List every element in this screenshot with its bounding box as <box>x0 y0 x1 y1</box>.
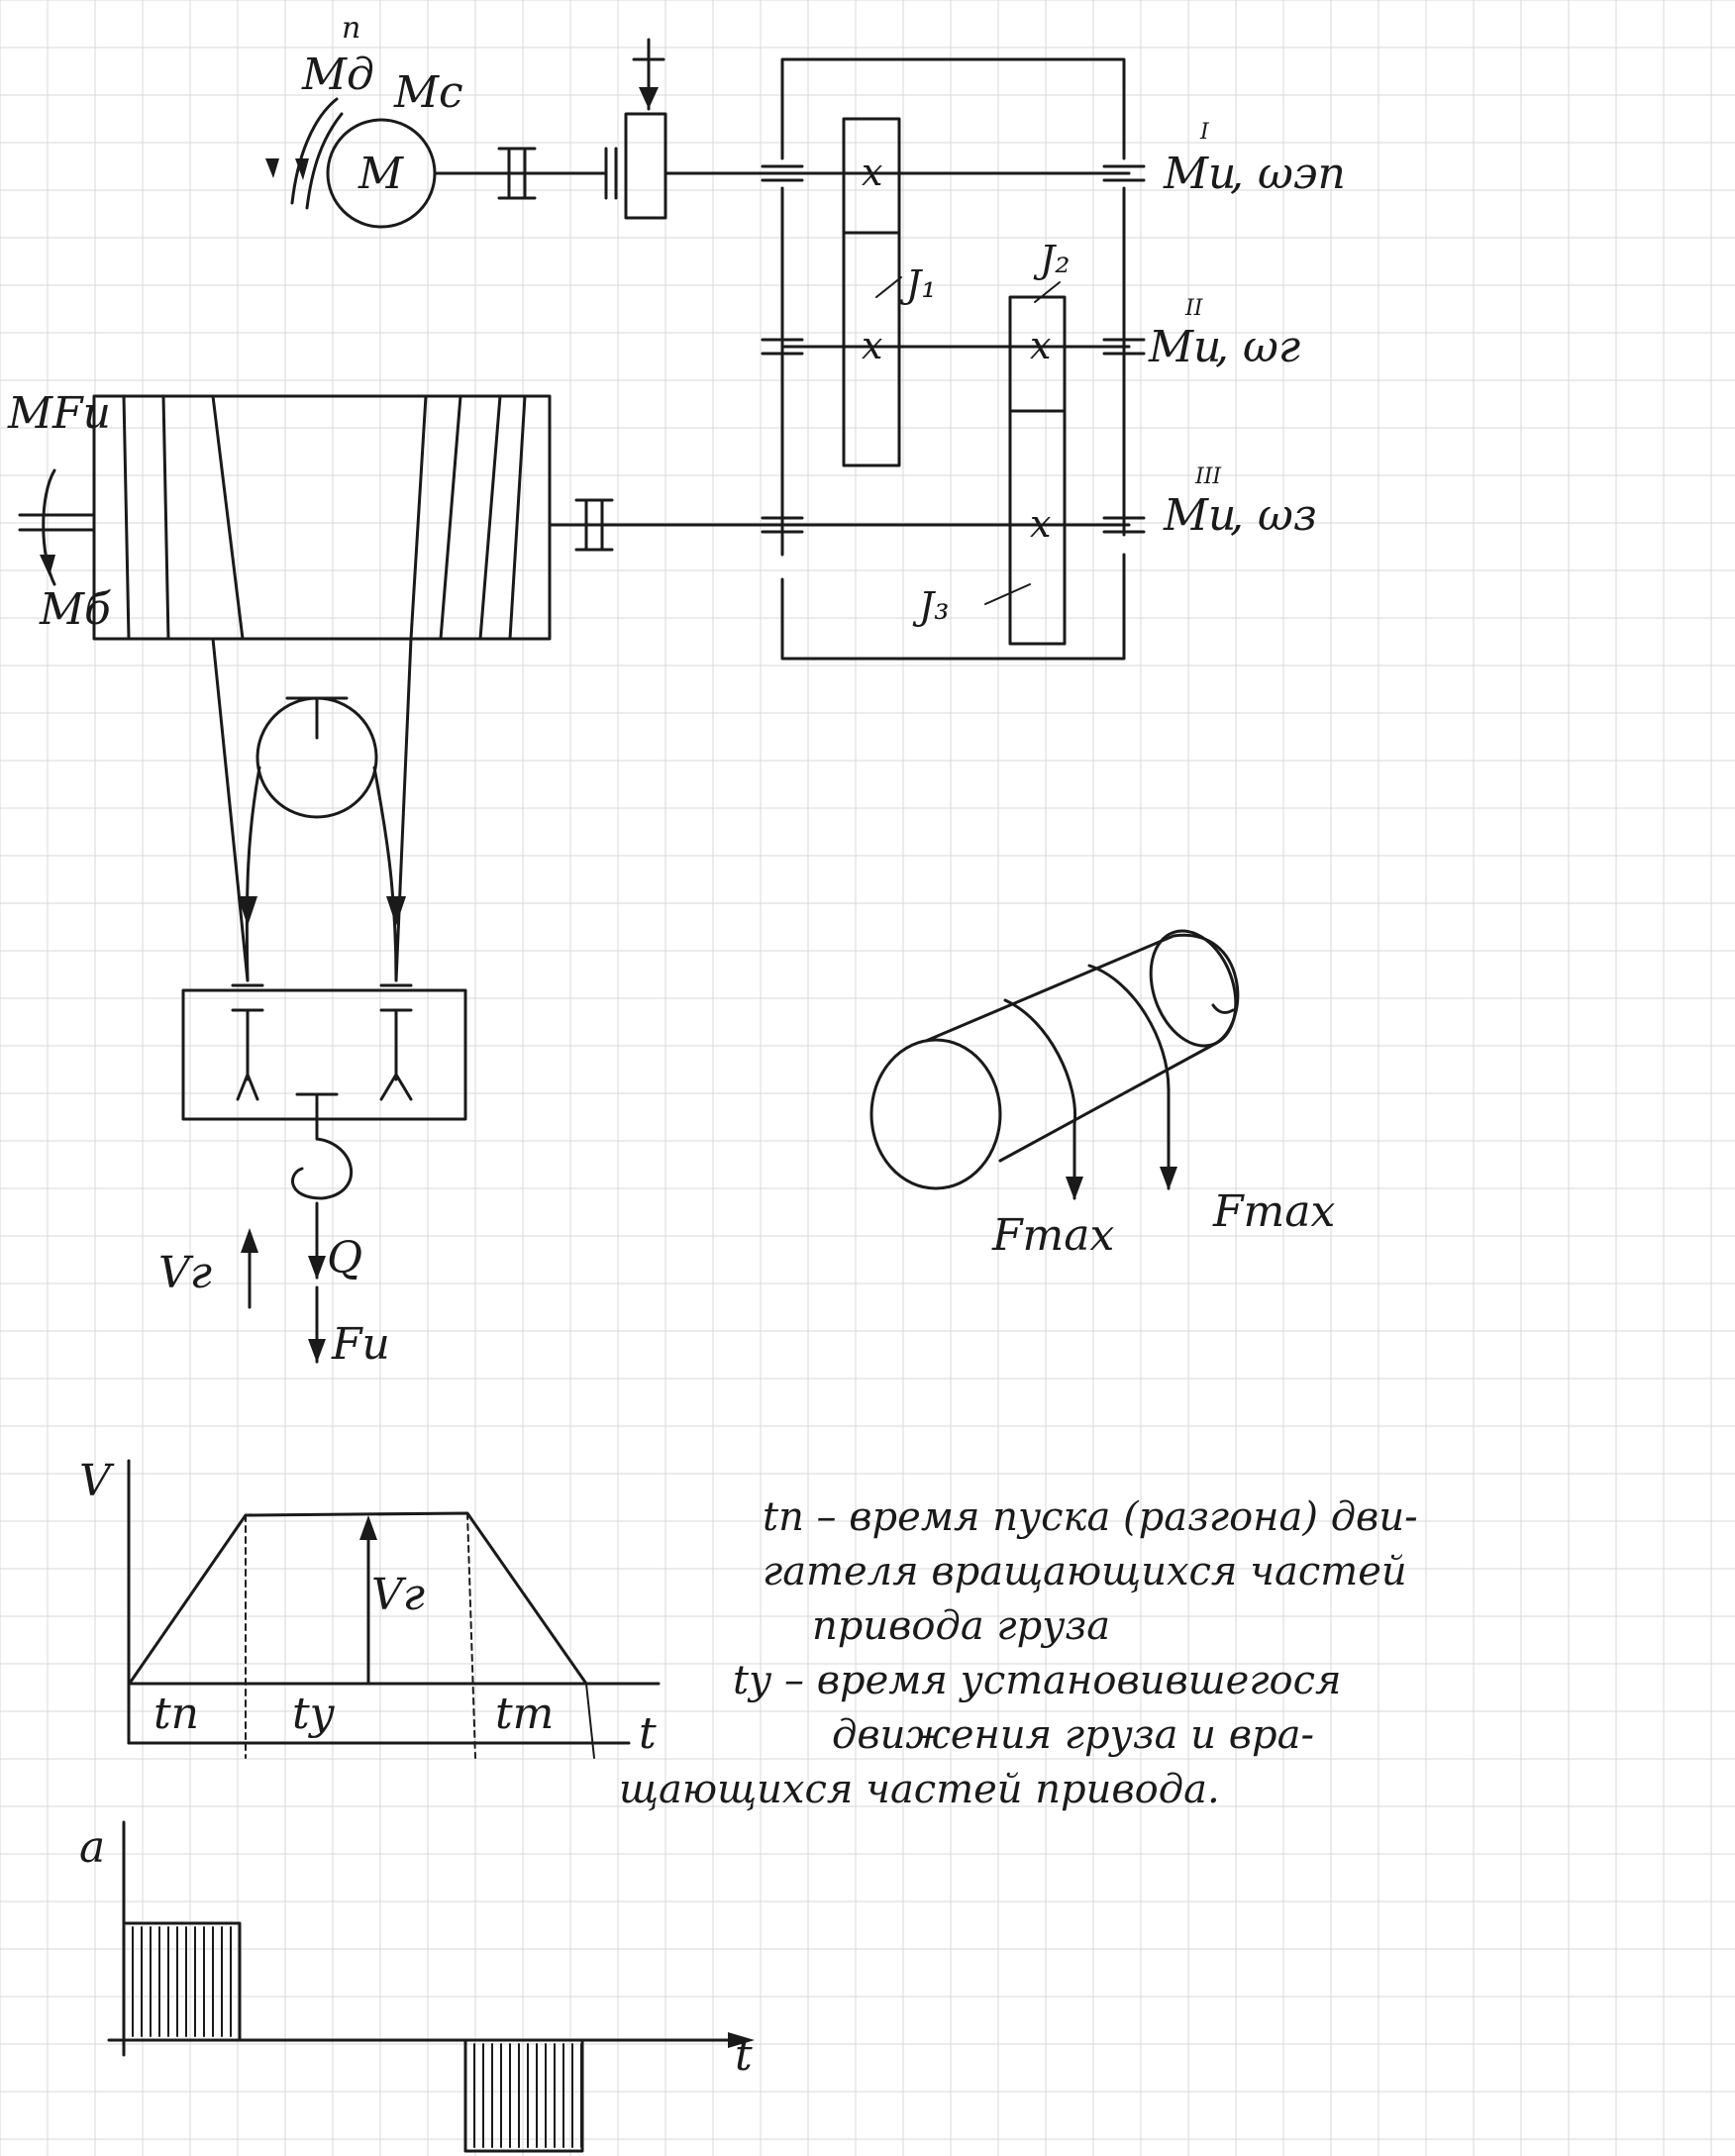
rope-arrow-left <box>238 896 257 926</box>
interval-3-label: tт <box>495 1689 554 1739</box>
velocity-label: Vг <box>158 1248 212 1298</box>
hook <box>291 1117 353 1200</box>
rope-right <box>394 637 413 982</box>
coupling-1 <box>497 147 537 200</box>
inertia-force-label: Fи <box>331 1319 390 1370</box>
acceleration-negative-hatch <box>473 2043 582 2148</box>
brake-symbol <box>604 38 667 220</box>
shaft-2-speed-label: , ωг <box>1215 322 1300 372</box>
rope-around-pulley-left <box>245 766 261 982</box>
notes: tп – время пуска (разгона) дви- гателя в… <box>619 1494 1418 1812</box>
inertia-3-leader <box>984 583 1031 605</box>
drum-torque-bottom-label: Mб <box>39 584 111 635</box>
force-left-arrowhead <box>1066 1177 1083 1200</box>
drum-rope-windings <box>122 394 527 641</box>
v-divider-3 <box>585 1683 595 1759</box>
gearbox-housing-top <box>780 57 1126 160</box>
rope-left <box>211 637 250 982</box>
gear-mark-1: x <box>862 151 882 194</box>
inertia-2-leader <box>1034 281 1061 303</box>
velocity-arrowhead <box>241 1228 258 1253</box>
gear-4-large <box>1008 409 1067 646</box>
note-line-6: щающихся частей привода. <box>619 1767 1220 1812</box>
motor-torque-arrowhead <box>265 158 279 178</box>
shaft-3-torque-label: Mи <box>1163 490 1236 541</box>
motor-torque-arrow <box>290 97 339 205</box>
drum-detail: Fmax Fmax <box>869 929 1335 1261</box>
gear-mark-2: x <box>862 324 882 367</box>
resist-torque-arrowhead <box>295 158 309 180</box>
gear-mark-3: x <box>1030 324 1051 367</box>
gear-mark-4: x <box>1030 502 1051 546</box>
note-line-5: движения груза и вра- <box>832 1712 1314 1758</box>
hook-block <box>181 988 467 1121</box>
resist-torque-arrow <box>305 112 344 210</box>
inertia-2-label: J₂ <box>1033 238 1070 281</box>
inertia-3-label: J₃ <box>912 584 949 628</box>
vg-label: Vг <box>371 1570 425 1620</box>
v-divider-2 <box>466 1512 476 1759</box>
weight-label: Q <box>327 1233 362 1283</box>
drum-far-end <box>1149 929 1238 1048</box>
drum-rope-turn-3 <box>1211 1003 1235 1014</box>
drum-left-shaft <box>18 468 96 586</box>
rope-arrow-right <box>386 896 406 926</box>
shaft-3-torque-sup: III <box>1194 464 1222 489</box>
a-axis-x-label: t <box>735 2030 753 2081</box>
drum-rope-turn-1 <box>1003 998 1077 1126</box>
note-line-3: привода груза <box>812 1603 1110 1649</box>
velocity-profile <box>129 1511 588 1686</box>
note-line-1: tп – время пуска (разгона) дви- <box>763 1494 1418 1540</box>
motor-label: M <box>357 149 404 199</box>
v-axis-x-label: t <box>639 1708 657 1759</box>
a-axis-x-arrowhead <box>728 2032 755 2048</box>
force-right-label: Fmax <box>1212 1186 1335 1237</box>
shaft-2-torque-sup: II <box>1184 296 1204 321</box>
drum-torque-arrowhead <box>40 555 55 576</box>
velocity-graph: V t Vг tп tу tт <box>79 1456 661 1759</box>
acceleration-positive-hatch <box>132 1926 232 2037</box>
interval-2-label: tу <box>292 1689 336 1739</box>
drum-torque-top-label: MFи <box>7 388 111 439</box>
drum <box>92 394 552 641</box>
drum-rope-turn-2 <box>1087 964 1171 1091</box>
bearings <box>761 164 1146 534</box>
force-left-label: Fmax <box>991 1210 1114 1261</box>
inertia-force-arrowhead <box>308 1339 326 1363</box>
shaft-2-torque-label: Mи <box>1148 322 1221 372</box>
gearbox-housing-bottom <box>780 553 1126 661</box>
force-right-arrowhead <box>1160 1167 1177 1190</box>
block-pulleys <box>231 983 413 1121</box>
note-line-4: tу – время установившегося <box>733 1658 1342 1703</box>
inertia-1-leader <box>875 276 902 298</box>
motor-torque-sup: п <box>342 11 360 46</box>
note-line-2: гателя вращающихся частей <box>763 1549 1407 1594</box>
drum-end-face <box>869 1038 1002 1190</box>
motor-torque-label: Mд <box>301 50 374 100</box>
acceleration-positive <box>122 1921 242 2042</box>
resist-torque-label: Mc <box>393 67 463 118</box>
kinematic-scheme: M Mд п Mc <box>7 11 1346 1370</box>
shaft-3-speed-label: , ωз <box>1230 490 1317 541</box>
shaft-1-speed-label: , ωэп <box>1230 149 1346 199</box>
gear-2-large <box>842 231 901 467</box>
rope-around-pulley-right <box>372 766 398 982</box>
a-axis-y-label: a <box>79 1822 105 1873</box>
coupling-2 <box>574 498 614 552</box>
shaft-1-torque-label: Mи <box>1163 149 1236 199</box>
drum-body <box>924 933 1240 1163</box>
v-axis-y-label: V <box>79 1456 115 1506</box>
shaft-1-torque-sup: I <box>1199 120 1210 145</box>
acceleration-graph: a t <box>79 1820 755 2153</box>
vg-arrowhead <box>359 1515 377 1540</box>
weight-arrowhead <box>308 1256 326 1280</box>
inertia-1-label: J₁ <box>899 262 936 306</box>
interval-1-label: tп <box>153 1689 199 1739</box>
